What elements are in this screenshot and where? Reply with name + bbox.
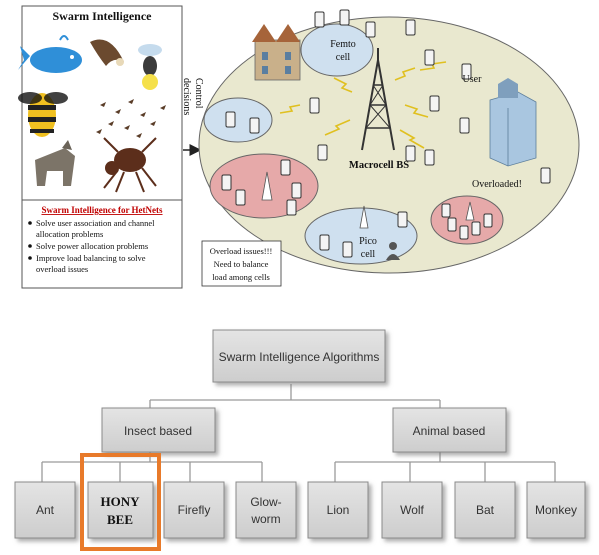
whale-icon	[18, 35, 82, 73]
user-label: User	[463, 74, 483, 85]
office-building-icon	[489, 78, 537, 167]
algorithm-tree: Swarm Intelligence Algorithms Insect bas…	[14, 329, 586, 551]
pico-cell: Pico cell	[304, 205, 418, 265]
hony-bee-highlight	[80, 453, 161, 551]
macrocell-tower-icon	[361, 48, 395, 151]
si-title: Swarm Intelligence	[53, 9, 153, 23]
leaf-monkey-label: Monkey	[535, 503, 577, 517]
pico-label-2: cell	[361, 249, 376, 260]
leaf-wolf-label: Wolf	[400, 503, 424, 517]
bullet-1-line-1: Solve user association and channel	[36, 218, 155, 228]
leaf-hony-bee-label-1: HONY	[101, 494, 141, 509]
femto-cell-left	[203, 97, 273, 143]
macrocell-label: Macrocell BS	[349, 160, 409, 171]
overload-note-line-2: Need to balance	[214, 259, 269, 269]
pico-label-1: Pico	[359, 236, 377, 247]
house-building-icon	[252, 24, 301, 81]
bullet-3-line-1: Improve load balancing to solve	[36, 253, 146, 263]
tree-connectors	[41, 384, 556, 482]
leaf-glow-worm-label-2: worm	[250, 512, 280, 526]
spider-icon	[103, 137, 157, 193]
leaf-monkey: Monkey	[526, 481, 586, 539]
leaf-ant: Ant	[14, 481, 76, 539]
control-label-1: Control	[193, 78, 204, 109]
firefly-icon	[138, 44, 162, 90]
user-person-icon	[386, 242, 400, 260]
leaf-wolf: Wolf	[381, 481, 443, 539]
leaf-ant-label: Ant	[36, 503, 55, 517]
leaf-hony-bee-label-2: BEE	[107, 512, 133, 527]
overload-note: Overload issues!!! Need to balance load …	[201, 240, 282, 287]
leaf-bat-label: Bat	[476, 503, 495, 517]
wireless-links	[279, 61, 447, 149]
root-node: Swarm Intelligence Algorithms	[212, 329, 386, 383]
control-label-2: decisions	[181, 78, 192, 115]
user-device-icons	[221, 9, 551, 258]
leaf-firefly: Firefly	[163, 481, 225, 539]
bullet-2-line-1: Solve power allocation problems	[36, 241, 148, 251]
leaf-lion-label: Lion	[327, 503, 350, 517]
animal-based-label: Animal based	[413, 424, 486, 438]
insect-based-node: Insect based	[101, 407, 216, 453]
bullet-1-line-2: allocation problems	[36, 229, 103, 239]
femto-label-1: Femto	[330, 39, 356, 50]
overload-note-line-1: Overload issues!!!	[210, 246, 273, 256]
leaf-bat: Bat	[454, 481, 516, 539]
leaf-firefly-label: Firefly	[178, 503, 211, 517]
overload-note-line-3: load among cells	[212, 272, 270, 282]
control-decisions-arrow: Control decisions	[181, 78, 204, 156]
hetnet-title: Swarm Intelligence for HetNets	[41, 205, 163, 215]
hetnet-bullets: Solve user association and channel alloc…	[28, 218, 155, 274]
bee-icon	[18, 92, 68, 137]
bird-icon	[90, 39, 124, 66]
root-label: Swarm Intelligence Algorithms	[219, 350, 380, 364]
leaf-glow-worm-label-1: Glow-	[250, 495, 281, 509]
animal-based-node: Animal based	[392, 407, 507, 453]
femto-cell-top: Femto cell	[300, 23, 374, 77]
insect-based-label: Insect based	[124, 424, 192, 438]
bullet-3-line-2: overload issues	[36, 264, 88, 274]
overloaded-label: Overloaded!	[472, 179, 522, 190]
femto-label-2: cell	[336, 52, 351, 63]
leaf-hony-bee: HONY BEE	[87, 481, 154, 539]
bird-flock-icon	[96, 99, 166, 138]
leaf-lion: Lion	[307, 481, 369, 539]
swarm-intelligence-panel: Swarm Intelligence	[18, 5, 183, 289]
leaf-glow-worm: Glow- worm	[235, 481, 297, 539]
wolf-icon	[35, 140, 75, 186]
